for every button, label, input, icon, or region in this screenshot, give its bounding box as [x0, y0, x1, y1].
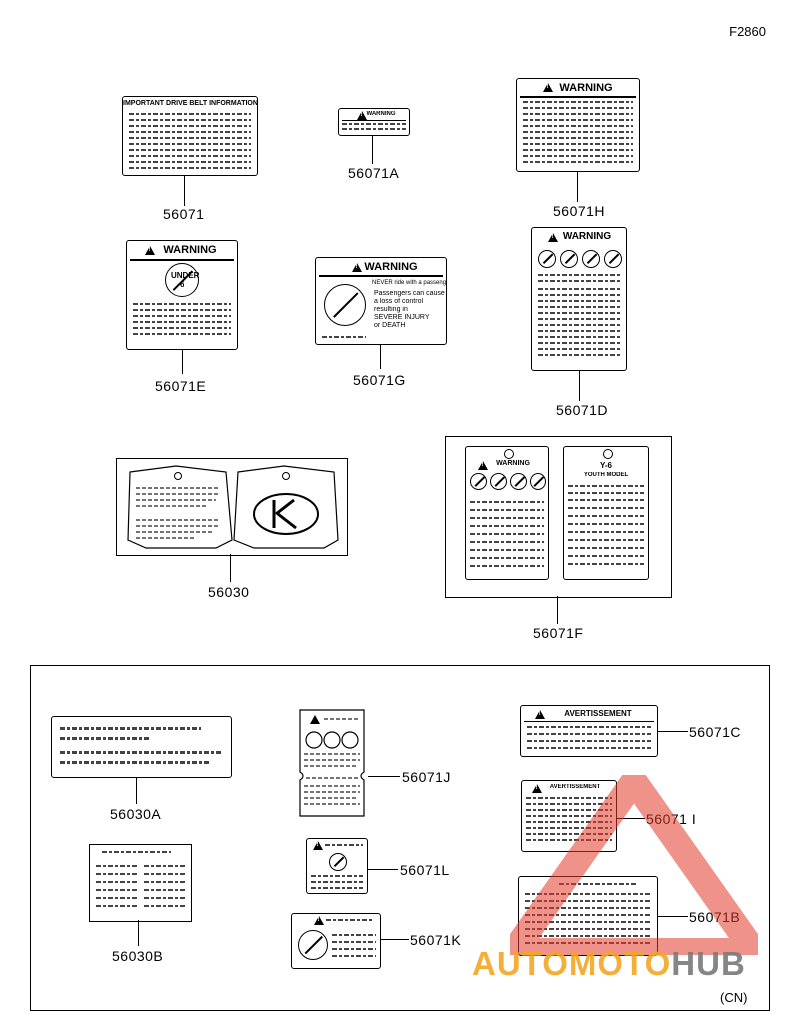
label-56071k[interactable] [291, 913, 381, 969]
figure-reference: F2860 [729, 24, 766, 39]
label-56071g[interactable]: WARNING NEVER ride with a passenger Pass… [315, 257, 447, 345]
part-code-56071d: 56071D [556, 402, 609, 418]
label-title: WARNING [366, 111, 396, 117]
label-56030-frame[interactable] [116, 458, 348, 556]
label-56071f-youth-tag: Y-6 YOUTH MODEL [563, 446, 649, 580]
part-code-56071e: 56071E [155, 378, 207, 394]
part-code-56071h: 56071H [553, 203, 606, 219]
label-56071d[interactable]: WARNING [531, 227, 627, 371]
watermark-hub: HUB [671, 945, 746, 982]
part-code-56030b: 56030B [112, 948, 164, 964]
part-code-56071k: 56071K [410, 932, 462, 948]
part-code-56030a: 56030A [110, 806, 162, 822]
label-title: WARNING [364, 261, 418, 273]
passenger-line-1: Passengers can cause [374, 290, 445, 297]
under-text: UNDER [171, 272, 200, 280]
youth-title: Y-6 [599, 461, 612, 470]
watermark-logo: AUTOMOTOHUB [472, 945, 746, 983]
label-56071h[interactable]: WARNING [516, 78, 640, 172]
label-56030a[interactable] [51, 716, 232, 778]
part-code-56071a: 56071A [348, 165, 400, 181]
watermark-triangle-icon [510, 775, 758, 955]
youth-model: YOUTH MODEL [583, 472, 629, 478]
passenger-line-5: or DEATH [374, 322, 406, 329]
label-56071j[interactable] [296, 706, 368, 820]
label-title: AVERTISSEMENT [549, 784, 601, 790]
label-title: IMPORTANT DRIVE BELT INFORMATION [123, 100, 257, 107]
watermark-auto: AUTO [472, 945, 569, 982]
part-code-56071g: 56071G [353, 372, 406, 388]
label-title: WARNING [559, 82, 613, 94]
passenger-line-3: resulting in [374, 306, 408, 313]
label-56071f-warning-tag: WARNING [465, 446, 549, 580]
under-number: 6 [180, 281, 185, 289]
label-56071l[interactable] [306, 838, 368, 894]
part-code-56071: 56071 [163, 206, 205, 222]
label-title: WARNING [496, 460, 530, 467]
label-title: AVERTISSEMENT [564, 709, 632, 718]
label-title: WARNING [163, 244, 217, 256]
label-56071c[interactable]: AVERTISSEMENT [520, 705, 658, 757]
label-56030-tags [127, 465, 339, 549]
label-56030b[interactable] [89, 844, 192, 922]
label-56071a[interactable]: WARNING [338, 108, 410, 136]
never-ride-text: NEVER ride with a passenger [372, 280, 447, 286]
part-code-56030: 56030 [208, 584, 250, 600]
part-code-56071l: 56071L [400, 862, 450, 878]
part-code-56071c: 56071C [689, 724, 742, 740]
part-code-56071f: 56071F [533, 625, 584, 641]
label-title: WARNING [562, 231, 612, 242]
no-under-6-icon [165, 263, 199, 297]
region-note: (CN) [720, 990, 748, 1005]
part-code-56071j: 56071J [402, 769, 451, 785]
label-56071f-frame[interactable] [445, 436, 672, 598]
label-56071e[interactable]: WARNING UNDER 6 [126, 240, 238, 350]
passenger-line-4: SEVERE INJURY [374, 314, 430, 321]
cn-region-frame [30, 665, 770, 1011]
passenger-line-2: a loss of control [374, 298, 424, 305]
no-passenger-icon [324, 284, 366, 326]
watermark-moto: MOTO [568, 945, 672, 982]
label-56071[interactable]: IMPORTANT DRIVE BELT INFORMATION [122, 96, 258, 176]
